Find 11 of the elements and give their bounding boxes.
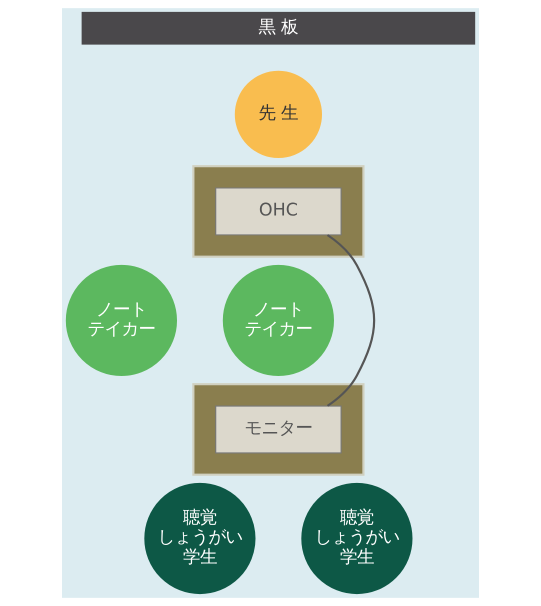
node-circle: ノートテイカー (222, 264, 334, 376)
node-box: 黒 板 (82, 12, 476, 45)
node-circle: 先 生 (234, 70, 322, 158)
node-box: モニター (215, 405, 342, 454)
cluster (192, 165, 365, 258)
cluster (192, 383, 365, 476)
node-circle: 聴覚しょうがい学生 (144, 482, 256, 594)
node-circle: ノートテイカー (66, 264, 178, 376)
connector (326, 234, 376, 407)
node-box: OHC (215, 187, 342, 236)
node-circle: 聴覚しょうがい学生 (301, 482, 412, 594)
